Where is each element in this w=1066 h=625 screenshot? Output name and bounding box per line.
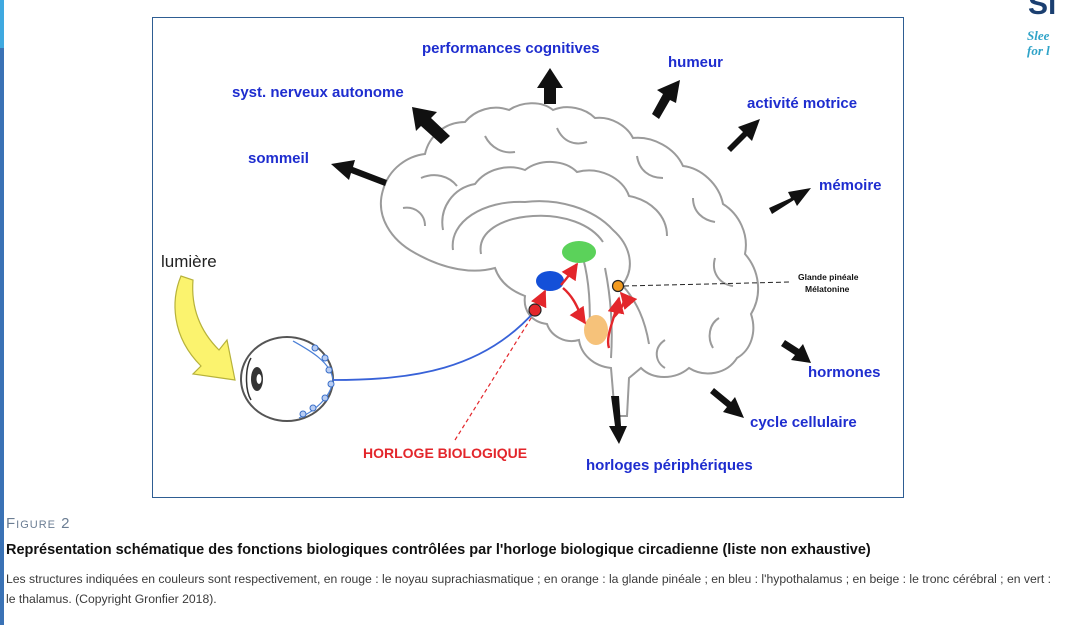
optic-pathway	[332, 310, 536, 381]
brand-tagline: Slee for l	[1027, 28, 1050, 58]
arrow-sommeil	[331, 160, 387, 186]
left-accent-strip	[0, 0, 4, 625]
brainstem-marker	[584, 315, 608, 345]
label-hormones: hormones	[808, 364, 881, 381]
scn-marker	[528, 303, 542, 317]
label-sommeil: sommeil	[248, 150, 309, 167]
label-snc: syst. nerveux autonome	[232, 84, 404, 101]
scn-projections	[531, 262, 638, 349]
label-activite: activité motrice	[747, 95, 857, 112]
brand-tagline-line-1: Slee	[1027, 28, 1050, 43]
label-lumiere: lumière	[161, 252, 217, 271]
brand-mark: Sl	[1028, 0, 1057, 21]
figure-number: Figure 2	[6, 515, 71, 532]
label-glande: Glande pinéale	[798, 272, 859, 282]
arrow-peripheriques	[609, 396, 627, 444]
pineal-pointer	[623, 281, 792, 287]
arrow-performances	[537, 68, 563, 104]
light-arrow-icon	[174, 275, 236, 381]
arrow-humeur	[652, 80, 680, 119]
label-memoire: mémoire	[819, 177, 882, 194]
label-cycle: cycle cellulaire	[750, 414, 857, 431]
output-arrows	[331, 68, 811, 444]
brand-logo: Sl Slee for l	[1024, 0, 1066, 70]
label-peripheriques: horloges périphériques	[586, 457, 753, 474]
arrow-snc	[412, 107, 450, 144]
figure-frame: performances cognitives humeur syst. ner…	[152, 17, 904, 498]
label-horloge: HORLOGE BIOLOGIQUE	[363, 445, 527, 461]
brand-tagline-line-2: for l	[1027, 43, 1050, 58]
arrow-hormones	[781, 340, 811, 363]
circadian-diagram: performances cognitives humeur syst. ner…	[161, 40, 882, 474]
arrow-memoire	[769, 188, 811, 214]
horloge-pointer	[454, 314, 534, 441]
arrow-activite	[727, 119, 760, 152]
thalamus-marker	[562, 241, 596, 263]
label-humeur: humeur	[668, 54, 723, 71]
label-melatonine: Mélatonine	[805, 284, 850, 294]
eye-icon	[240, 336, 335, 422]
arrow-cycle	[710, 388, 744, 418]
label-performances: performances cognitives	[422, 40, 600, 57]
figure-title: Représentation schématique des fonctions…	[6, 542, 871, 558]
pineal-marker	[611, 279, 625, 293]
figure-description: Les structures indiquées en couleurs son…	[6, 572, 1051, 606]
left-accent-strip-top	[0, 0, 4, 48]
hypothalamus-marker	[536, 271, 564, 291]
